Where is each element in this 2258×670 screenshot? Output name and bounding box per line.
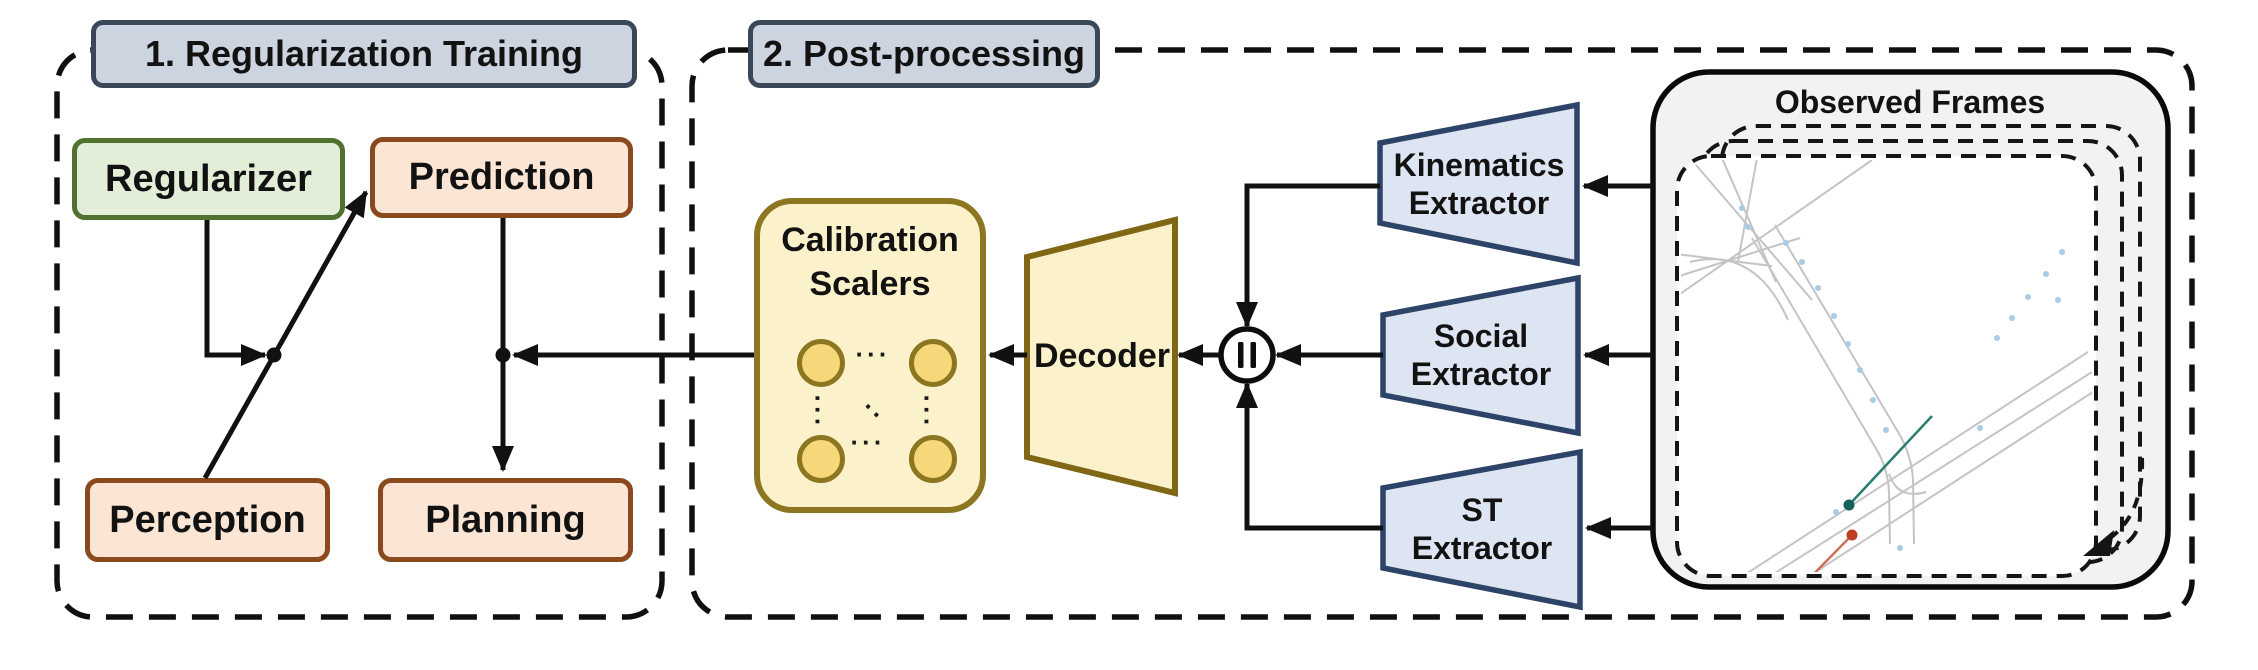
planning-node: Planning: [378, 478, 633, 562]
st-extractor-label: ST Extractor: [1386, 487, 1578, 571]
concat-icon: [1238, 342, 1256, 368]
traffic-map-icon: [1681, 160, 2092, 572]
junction-dot: [495, 347, 511, 363]
red-trajectory-line: [1798, 534, 1853, 572]
stage1-title: 1. Regularization Training: [91, 20, 637, 88]
regularizer-node: Regularizer: [72, 138, 345, 220]
ellipsis-vertical-icon: ···: [803, 394, 833, 430]
scaler-circle: [797, 339, 845, 387]
scaler-circle: [797, 435, 845, 483]
calibration-scalers-node: Calibration Scalers ··· ··· ··· ··· ··: [754, 198, 986, 513]
scaler-circle: [909, 339, 957, 387]
observed-frames-title: Observed Frames: [1700, 82, 2120, 122]
arrow-st-to-concat: [1236, 382, 1383, 531]
social-line2: Extractor: [1410, 356, 1552, 392]
prediction-label: Prediction: [408, 156, 595, 198]
ellipsis-horizontal-icon: ···: [855, 339, 891, 369]
kinematics-extractor-label: Kinematics Extractor: [1383, 142, 1575, 226]
social-line1: Social: [1433, 318, 1529, 354]
arrow-perception-to-prediction: [202, 190, 369, 480]
concat-node: [1218, 326, 1276, 384]
stage2-title-text: 2. Post-processing: [762, 33, 1086, 74]
calibration-title-line1: Calibration: [781, 221, 959, 259]
regularizer-label: Regularizer: [105, 157, 312, 200]
decoder-label: Decoder: [1029, 334, 1175, 378]
scaler-circle: [909, 435, 957, 483]
planning-label: Planning: [425, 498, 586, 541]
prediction-node: Prediction: [370, 137, 633, 218]
map-roads: [1681, 160, 2092, 572]
ellipsis-horizontal-icon: ···: [850, 427, 886, 457]
frame-sequence-arrow: [2083, 457, 2145, 556]
st-line1: ST: [1461, 492, 1503, 528]
observed-frames-box: [1650, 69, 2171, 590]
st-line2: Extractor: [1411, 530, 1553, 566]
red-agent-dot: [1846, 529, 1858, 541]
arrow-regularizer-to-junction: [204, 220, 267, 366]
ego-trajectory-line: [1848, 415, 1933, 506]
perception-label: Perception: [109, 498, 306, 541]
ego-agent-dot: [1843, 499, 1855, 511]
decoder-label-text: Decoder: [1033, 336, 1171, 375]
social-extractor-label: Social Extractor: [1386, 313, 1576, 397]
other-agents-dots: [1739, 205, 2065, 551]
observed-frames-title-text: Observed Frames: [1774, 83, 2046, 120]
junction-dot: [266, 347, 282, 363]
perception-node: Perception: [85, 478, 330, 562]
kinematics-line1: Kinematics: [1393, 147, 1565, 183]
stage2-title: 2. Post-processing: [748, 20, 1100, 88]
stage1-title-text: 1. Regularization Training: [144, 33, 584, 74]
ellipsis-vertical-icon: ···: [912, 394, 942, 430]
calibration-title: Calibration Scalers: [760, 218, 980, 306]
kinematics-line2: Extractor: [1408, 185, 1550, 221]
frame-stack-icon: [1675, 124, 2142, 578]
calibration-title-line2: Scalers: [809, 265, 931, 303]
arrow-kinematics-to-concat: [1236, 183, 1380, 328]
